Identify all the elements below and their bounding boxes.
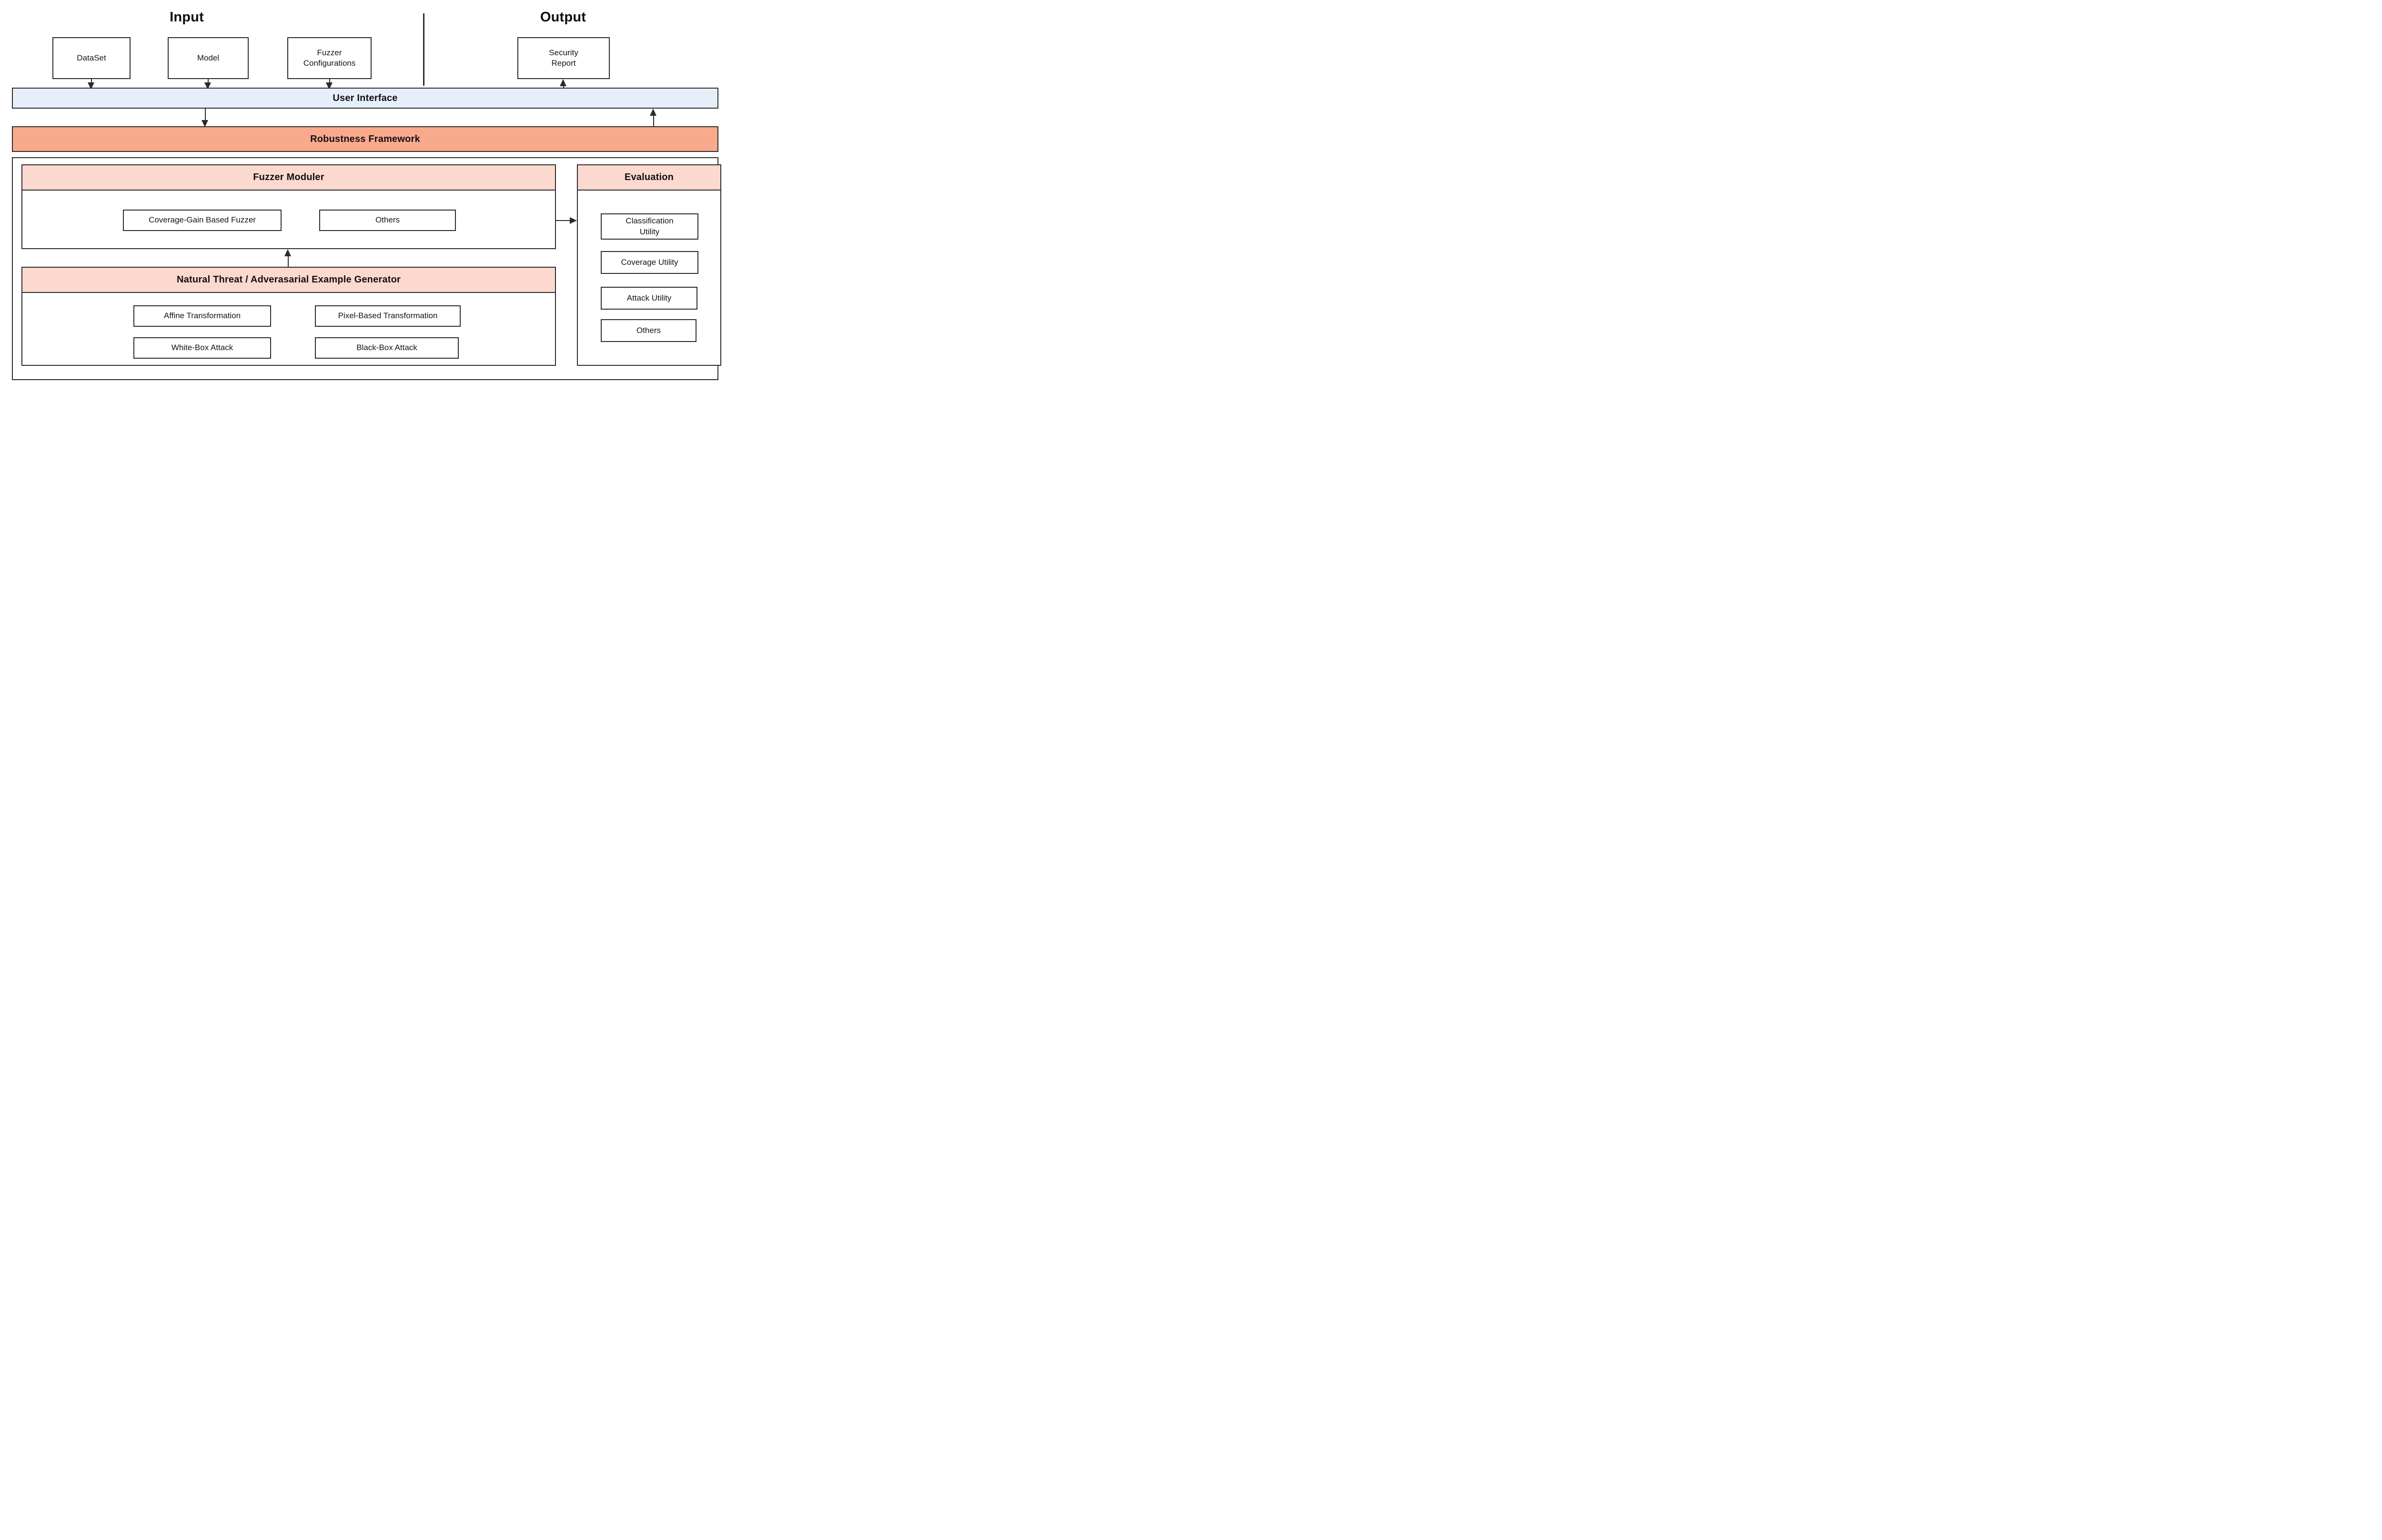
robustness-framework-band-label: Robustness Framework xyxy=(310,133,420,144)
evaluation-item-coverage-utility[interactable]: Coverage Utility xyxy=(601,251,698,274)
generator-item-white-box-attack[interactable]: White-Box Attack xyxy=(133,337,271,359)
evaluation-item-classification-utility-label: Classification Utility xyxy=(626,216,674,236)
user-interface-band-label: User Interface xyxy=(333,92,398,103)
generator-item-white-box-attack-label: White-Box Attack xyxy=(171,343,233,352)
arrow-ui-to-security-report-head xyxy=(560,79,566,86)
output-node-security-report[interactable]: Security Report xyxy=(517,37,610,79)
fuzzer-item-coverage-gain-based-fuzzer[interactable]: Coverage-Gain Based Fuzzer xyxy=(123,210,282,231)
evaluation-item-others[interactable]: Others xyxy=(601,319,696,342)
input-node-fuzzer-configurations[interactable]: Fuzzer Configurations xyxy=(287,37,372,79)
arrow-robustness-to-ui-head xyxy=(650,109,656,116)
fuzzer-item-others[interactable]: Others xyxy=(319,210,456,231)
user-interface-band[interactable]: User Interface xyxy=(12,88,718,109)
generator-item-affine-transformation-label: Affine Transformation xyxy=(163,311,241,321)
architecture-diagram: Input Output DataSet Model Fuzzer Config… xyxy=(0,0,726,385)
evaluation-item-others-label: Others xyxy=(636,325,661,335)
arrow-ui-to-robustness-head xyxy=(202,120,208,127)
robustness-framework-band[interactable]: Robustness Framework xyxy=(12,126,718,152)
generator-item-affine-transformation[interactable]: Affine Transformation xyxy=(133,305,271,327)
input-section-title: Input xyxy=(170,10,204,25)
arrow-robustness-to-ui-line xyxy=(653,112,654,126)
evaluation-item-attack-utility-label: Attack Utility xyxy=(626,293,672,302)
arrow-fuzzer-to-evaluation-head xyxy=(570,217,577,224)
evaluation-item-attack-utility[interactable]: Attack Utility xyxy=(601,287,697,310)
output-node-security-report-label: Security Report xyxy=(549,48,578,68)
fuzzer-moduler-header: Fuzzer Moduler xyxy=(21,164,556,191)
generator-item-pixel-based-transformation-label: Pixel-Based Transformation xyxy=(338,311,438,321)
evaluation-item-classification-utility[interactable]: Classification Utility xyxy=(601,213,698,240)
output-section-title: Output xyxy=(540,10,586,25)
evaluation-item-coverage-utility-label: Coverage Utility xyxy=(621,257,678,267)
input-node-dataset-label: DataSet xyxy=(77,53,106,62)
evaluation-header-label: Evaluation xyxy=(624,172,674,182)
generator-item-pixel-based-transformation[interactable]: Pixel-Based Transformation xyxy=(315,305,461,327)
arrow-generator-to-fuzzer-line xyxy=(288,252,289,267)
arrow-generator-to-fuzzer-head xyxy=(284,249,291,256)
fuzzer-item-coverage-gain-based-fuzzer-label: Coverage-Gain Based Fuzzer xyxy=(149,215,256,225)
evaluation-header: Evaluation xyxy=(577,164,721,191)
generator-header: Natural Threat / Adverasarial Example Ge… xyxy=(21,267,556,293)
arrow-ui-to-robustness-line xyxy=(205,109,206,122)
generator-item-black-box-attack[interactable]: Black-Box Attack xyxy=(315,337,459,359)
input-node-model-label: Model xyxy=(197,53,220,62)
input-node-model[interactable]: Model xyxy=(168,37,249,79)
generator-item-black-box-attack-label: Black-Box Attack xyxy=(356,343,417,352)
generator-header-label: Natural Threat / Adverasarial Example Ge… xyxy=(177,274,401,285)
fuzzer-moduler-header-label: Fuzzer Moduler xyxy=(253,172,324,182)
input-output-divider xyxy=(423,13,424,86)
input-node-dataset[interactable]: DataSet xyxy=(52,37,131,79)
arrow-fuzzer-to-evaluation-line xyxy=(556,220,571,221)
fuzzer-item-others-label: Others xyxy=(375,215,400,225)
input-node-fuzzer-configurations-label: Fuzzer Configurations xyxy=(303,48,356,68)
